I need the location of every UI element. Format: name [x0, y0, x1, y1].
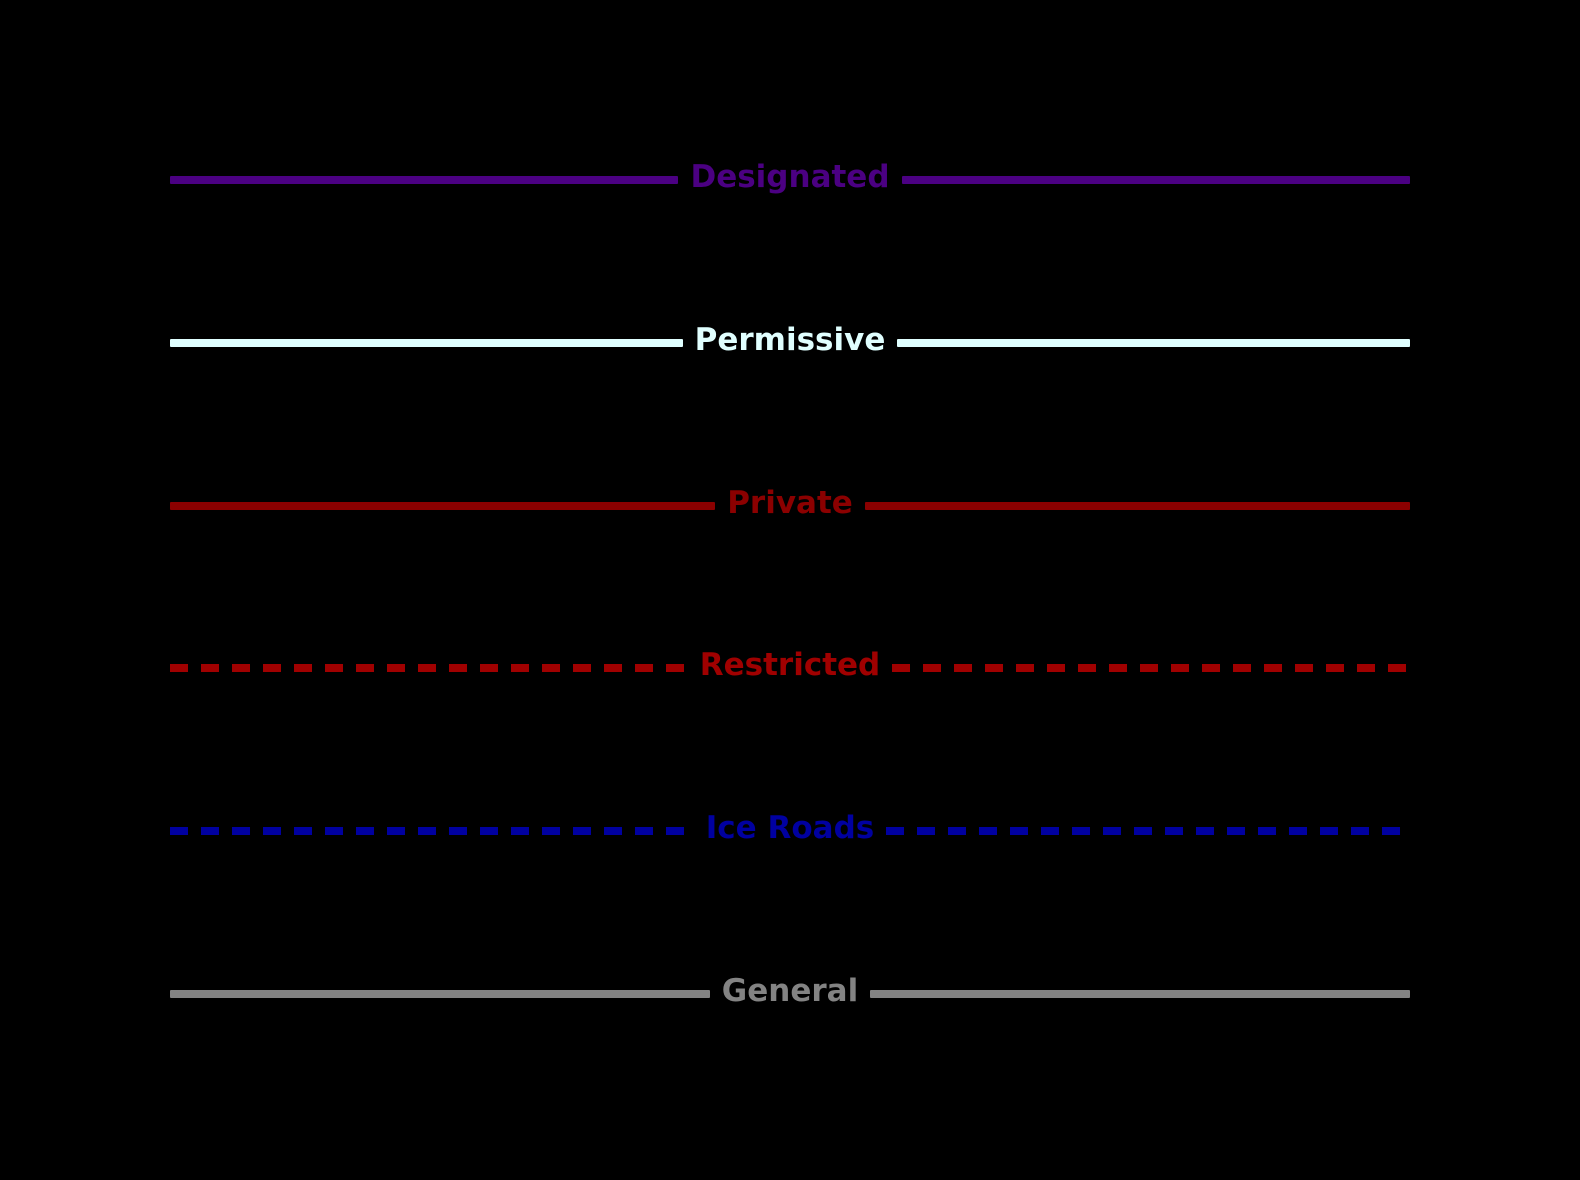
legend-line-left [170, 176, 679, 184]
legend-line-right [901, 176, 1410, 184]
legend-row-ice-roads: Ice Roads [170, 808, 1410, 854]
legend-line-left [170, 990, 710, 998]
legend-label: Permissive [694, 321, 886, 358]
legend-label: General [721, 972, 859, 1009]
legend-label: Designated [690, 158, 890, 195]
legend-line-right [892, 664, 1410, 672]
legend-row-private: Private [170, 483, 1411, 529]
legend-label: Private [727, 484, 853, 521]
legend-label: Ice Roads [705, 809, 875, 846]
legend-line-right [864, 502, 1411, 510]
legend-line-left [170, 664, 688, 672]
legend-line-left [170, 827, 694, 835]
legend-label: Restricted [699, 646, 881, 683]
legend-row-restricted: Restricted [170, 645, 1410, 691]
legend-line-left [170, 502, 716, 510]
legend-row-general: General [170, 971, 1410, 1017]
legend-row-permissive: Permissive [170, 320, 1411, 366]
legend-row-designated: Designated [170, 157, 1410, 203]
legend-line-left [170, 339, 683, 347]
legend-line-right [886, 827, 1410, 835]
legend-line-right [897, 339, 1411, 347]
legend-line-right [870, 990, 1410, 998]
